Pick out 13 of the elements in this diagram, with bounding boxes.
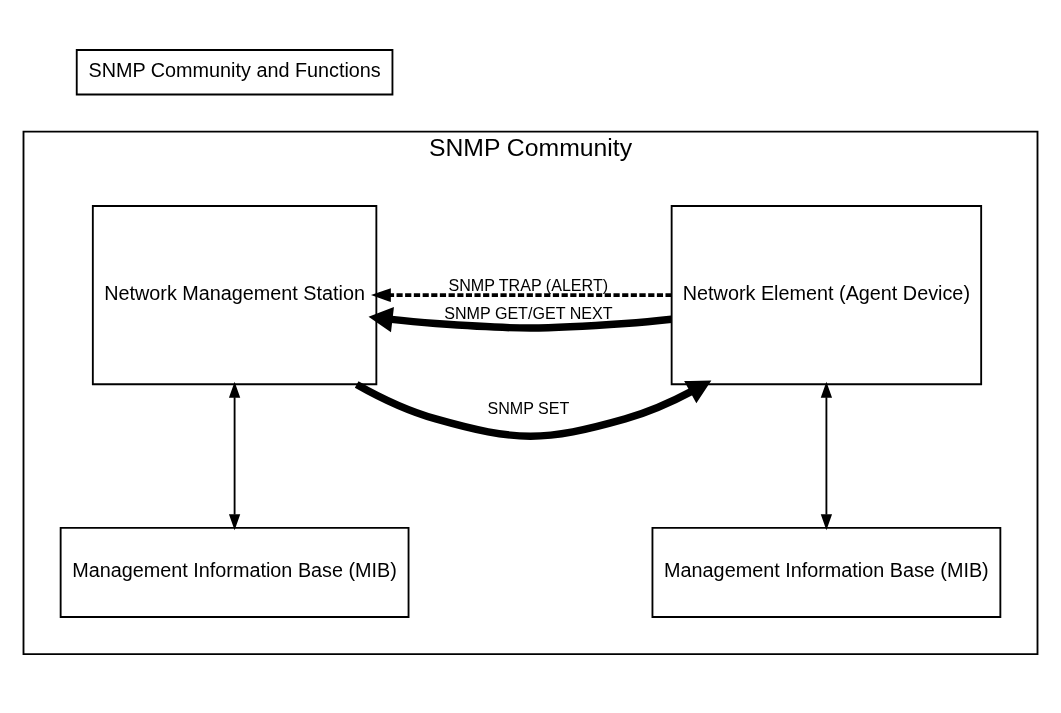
edge-label: SNMP SET <box>487 398 570 417</box>
node-box: Network Management Station <box>91 204 378 385</box>
node-box: Network Element (Agent Device) <box>670 204 983 385</box>
node-box: Management Information Base (MIB) <box>59 526 410 618</box>
arrow <box>354 380 712 440</box>
arrow <box>371 287 672 302</box>
edge-label: SNMP GET/GET NEXT <box>444 303 613 322</box>
arrow <box>228 381 241 530</box>
node-box: Management Information Base (MIB) <box>651 526 1002 618</box>
edge-label: SNMP TRAP (ALERT) <box>448 275 609 294</box>
arrow <box>820 381 833 530</box>
node-box: SNMP Community and Functions <box>75 48 394 95</box>
arrow <box>368 306 672 332</box>
